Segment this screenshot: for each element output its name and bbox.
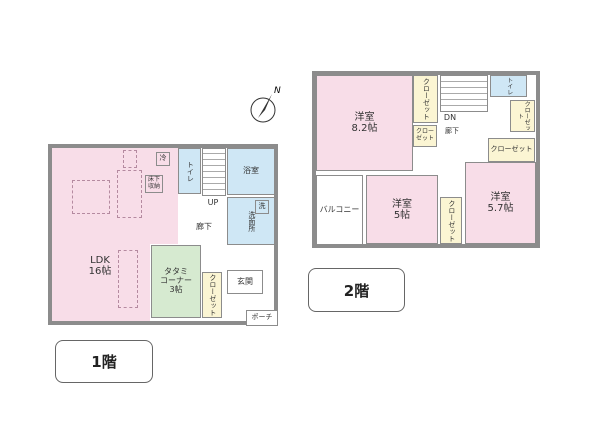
sofa xyxy=(118,250,138,308)
ldk-label: LDK 16帖 xyxy=(88,255,112,277)
closet-1f[interactable]: クローゼット xyxy=(202,272,222,318)
compass-label: N xyxy=(274,86,281,96)
closet-b[interactable]: クローゼット xyxy=(510,100,535,132)
bath: 浴室 xyxy=(227,148,275,195)
hallway-2f: 廊下 xyxy=(442,126,462,138)
tatami-corner: タタミ コーナー 3帖 xyxy=(151,245,201,318)
floor2-label: 2階 xyxy=(308,268,405,312)
stairs-1f xyxy=(202,148,226,196)
stove xyxy=(123,150,137,168)
stairs-2f xyxy=(440,75,488,112)
washroom: 洗面所 xyxy=(227,197,275,245)
hallway-1f: 廊下 xyxy=(190,220,218,234)
western-room-5-7: 洋室 5.7帖 xyxy=(465,162,536,244)
western-room-5: 洋室 5帖 xyxy=(366,175,438,244)
stairs-up-label: UP xyxy=(200,197,226,209)
ldk-room-lower xyxy=(52,243,150,321)
fridge: 冷 xyxy=(156,152,170,166)
ldk-room xyxy=(52,148,178,244)
underfloor-storage[interactable]: 床下 収納 xyxy=(145,175,163,193)
toilet-2f: トイレ xyxy=(490,75,527,97)
toilet-1f: トイレ xyxy=(178,148,201,194)
western-room-8: 洋室 8.2帖 xyxy=(316,75,413,171)
washer: 洗 xyxy=(255,200,269,214)
entrance: 玄関 xyxy=(227,270,263,294)
compass-north-arrow-icon xyxy=(250,94,276,123)
porch: ポーチ xyxy=(246,310,278,326)
kitchen-counter xyxy=(117,170,142,218)
closet-a[interactable]: クローゼット xyxy=(413,75,438,123)
stairs-down-label: DN xyxy=(440,112,460,124)
balcony: バルコニー xyxy=(316,175,363,245)
closet-c[interactable]: クローゼット xyxy=(488,138,535,162)
dining-table xyxy=(72,180,110,214)
closet-small[interactable]: クロー ゼット xyxy=(413,125,437,147)
floor1-label: 1階 xyxy=(55,340,153,383)
closet-d[interactable]: クローゼット xyxy=(440,197,462,244)
compass: N xyxy=(248,86,282,124)
